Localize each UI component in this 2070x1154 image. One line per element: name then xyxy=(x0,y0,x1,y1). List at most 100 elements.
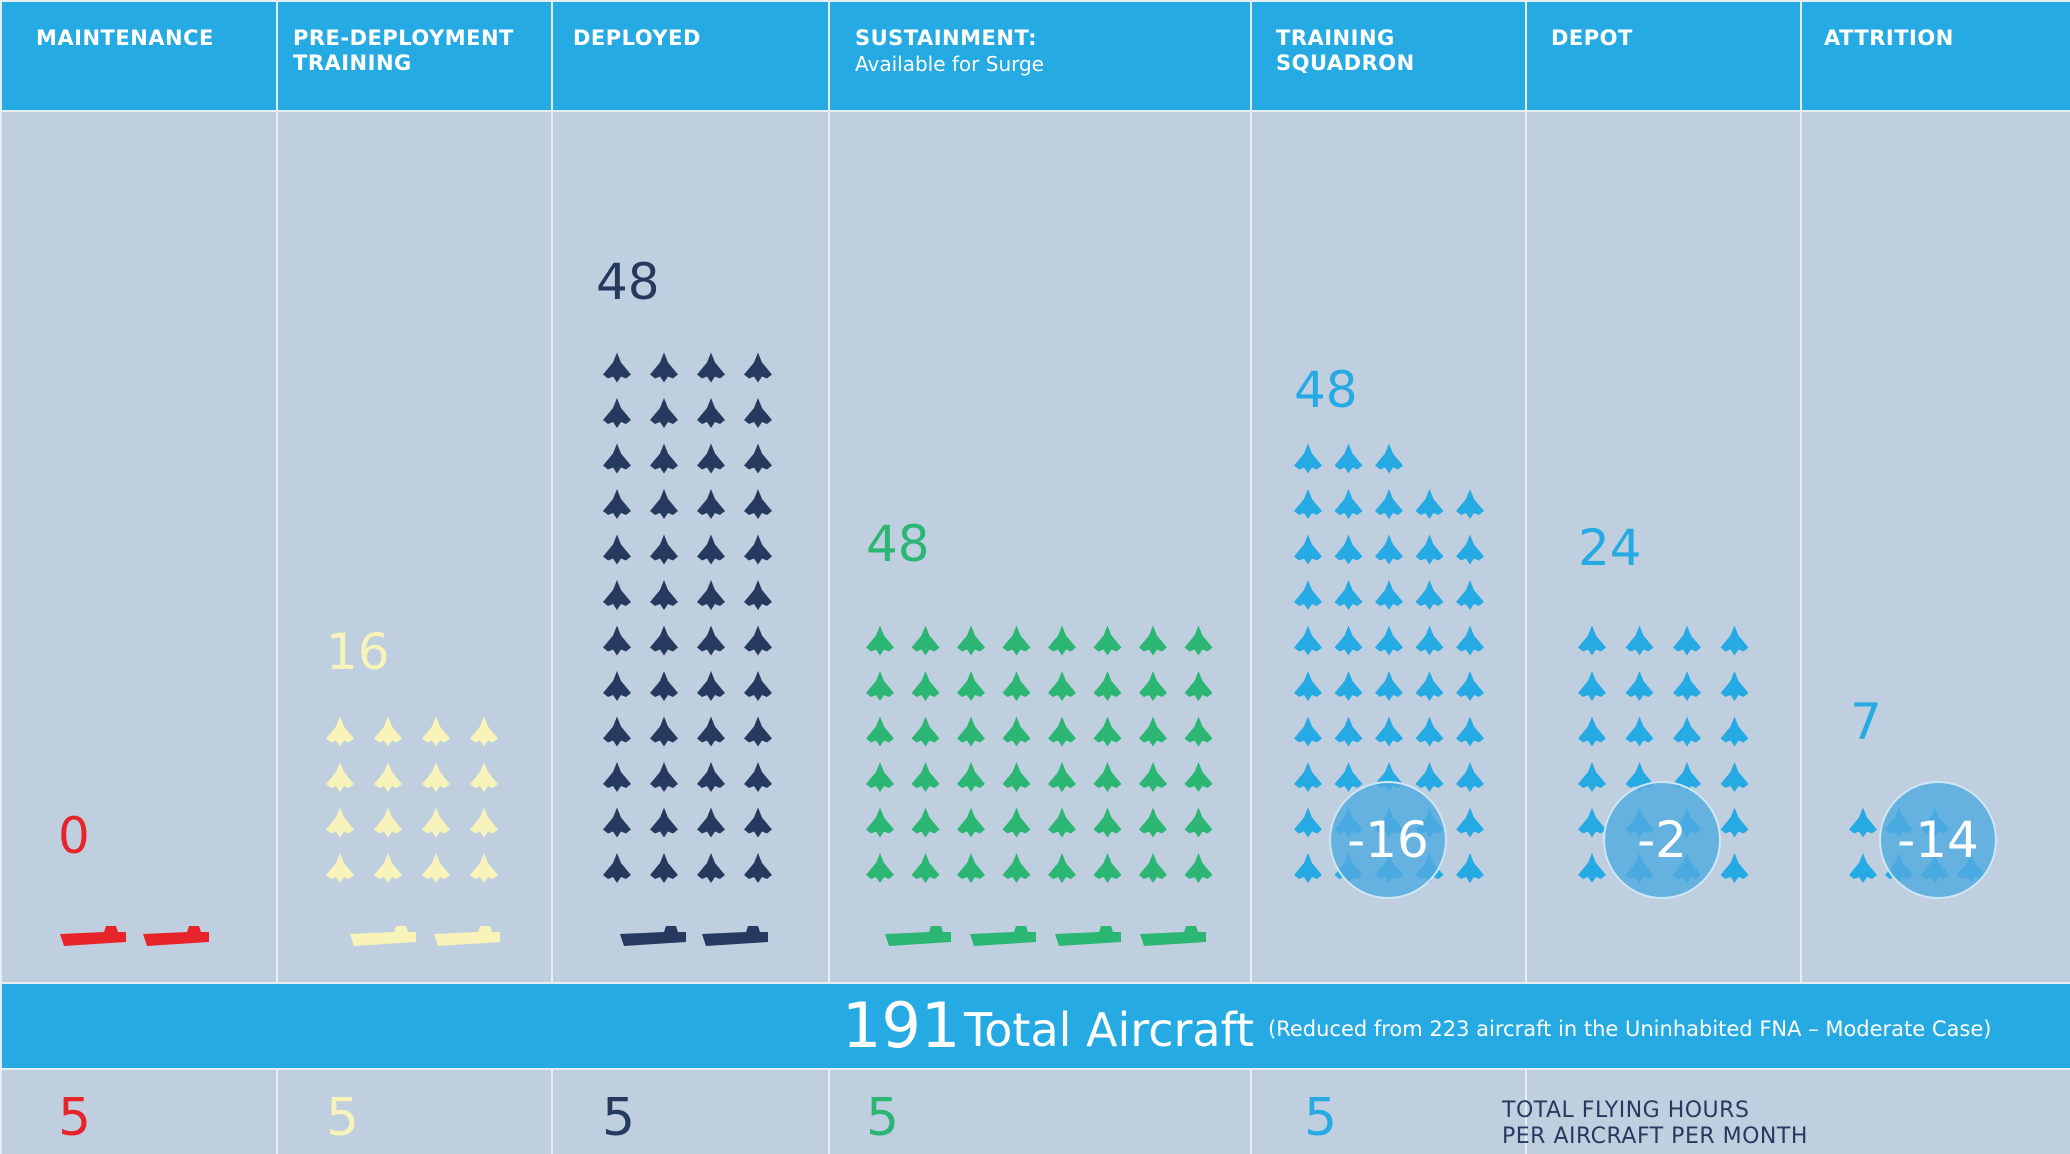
aircraft-mark xyxy=(374,853,402,883)
aircraft-mark xyxy=(1375,534,1403,565)
aircraft-mark xyxy=(650,398,678,428)
aircraft-mark xyxy=(1578,807,1606,838)
aircraft-mark xyxy=(697,625,725,656)
ship-mark xyxy=(350,926,416,946)
aircraft-mark xyxy=(374,807,402,838)
hours-value-pre-deployment: 5 xyxy=(326,1088,360,1148)
header-title: DEPOT xyxy=(1551,26,1633,50)
ship-mark xyxy=(434,926,500,946)
hours-cell xyxy=(1252,1070,1525,1154)
aircraft-mark xyxy=(911,671,940,701)
aircraft-mark xyxy=(603,398,631,428)
count-label-depot: 24 xyxy=(1578,519,1642,577)
aircraft-mark xyxy=(470,716,498,747)
aircraft-mark xyxy=(1294,716,1322,747)
reduction-circle xyxy=(1329,781,1447,899)
reduction-circle xyxy=(1603,781,1721,899)
aircraft-mark xyxy=(744,443,772,474)
aircraft-mark xyxy=(1294,625,1322,656)
aircraft-mark xyxy=(1334,580,1363,610)
aircraft-mark xyxy=(697,853,725,883)
reduction-label-attrition: -14 xyxy=(1897,811,1979,869)
aircraft-mark xyxy=(603,671,631,701)
aircraft-mark xyxy=(1139,853,1167,883)
aircraft-mark xyxy=(957,762,985,792)
aircraft-mark xyxy=(422,716,450,747)
count-label-pre-deployment: 16 xyxy=(326,623,390,681)
aircraft-mark xyxy=(1334,671,1363,701)
aircraft-mark xyxy=(1093,625,1122,656)
aircraft-mark xyxy=(1294,580,1322,610)
aircraft-mark xyxy=(697,580,725,610)
aircraft-mark xyxy=(866,716,894,747)
aircraft-mark xyxy=(1093,716,1122,747)
reduction-label-depot: -2 xyxy=(1637,811,1687,869)
aircraft-mark xyxy=(957,716,985,747)
aircraft-mark xyxy=(1625,671,1654,701)
aircraft-mark xyxy=(470,762,498,792)
aircraft-mark xyxy=(603,443,631,474)
aircraft-mark xyxy=(744,625,772,656)
aircraft-mark xyxy=(1139,625,1167,656)
aircraft-mark xyxy=(911,853,940,883)
aircraft-mark xyxy=(470,853,498,883)
aircraft-mark xyxy=(957,625,985,656)
hours-value-deployed: 5 xyxy=(602,1088,636,1148)
aircraft-mark xyxy=(650,580,678,610)
aircraft-mark xyxy=(1093,671,1122,701)
aircraft-mark xyxy=(650,716,678,747)
aircraft-mark xyxy=(1184,671,1213,701)
aircraft-mark xyxy=(1048,807,1076,838)
ship-mark xyxy=(60,926,126,946)
aircraft-mark xyxy=(866,625,894,656)
header-maintenance: MAINTENANCE xyxy=(2,2,276,110)
aircraft-mark xyxy=(1375,716,1403,747)
aircraft-mark xyxy=(1578,853,1606,883)
reduction-circle xyxy=(1879,781,1997,899)
hours-cell xyxy=(830,1070,1250,1154)
aircraft-mark xyxy=(603,489,631,519)
aircraft-mark xyxy=(422,807,450,838)
header-title: PRE-DEPLOYMENT TRAINING xyxy=(293,26,514,75)
aircraft-mark xyxy=(1048,625,1076,656)
aircraft-mark xyxy=(1720,762,1749,792)
aircraft-mark xyxy=(1415,716,1444,747)
aircraft-mark xyxy=(1334,625,1363,656)
aircraft-mark xyxy=(1625,625,1654,656)
aircraft-mark xyxy=(1048,853,1076,883)
total-banner: 191 Total Aircraft (Reduced from 223 air… xyxy=(2,984,2070,1068)
aircraft-mark xyxy=(1294,534,1322,565)
aircraft-mark xyxy=(1415,762,1444,792)
aircraft-mark xyxy=(1720,671,1749,701)
total-label: Total Aircraft xyxy=(964,1003,1255,1057)
aircraft-mark xyxy=(1294,671,1322,701)
header-attrition: ATTRITION xyxy=(1802,2,2070,110)
aircraft-mark xyxy=(1720,716,1749,747)
aircraft-mark xyxy=(1139,807,1167,838)
aircraft-mark xyxy=(911,716,940,747)
flying-hours-row: 5 5 5 5 5 TOTAL FLYING HOURS PER AIRCRAF… xyxy=(0,1070,2070,1154)
aircraft-mark xyxy=(1334,762,1363,792)
column-body xyxy=(278,112,551,982)
aircraft-mark xyxy=(1578,716,1606,747)
aircraft-mark xyxy=(1334,489,1363,519)
aircraft-mark xyxy=(603,534,631,565)
aircraft-mark xyxy=(1578,762,1606,792)
aircraft-mark xyxy=(866,807,894,838)
aircraft-mark xyxy=(911,625,940,656)
aircraft-mark xyxy=(697,762,725,792)
header-depot: DEPOT xyxy=(1527,2,1800,110)
aircraft-mark xyxy=(1456,580,1484,610)
aircraft-mark xyxy=(866,671,894,701)
aircraft-mark xyxy=(1415,671,1444,701)
aircraft-mark xyxy=(1456,807,1484,838)
ship-mark xyxy=(620,926,686,946)
header-sustainment: SUSTAINMENT: Available for Surge xyxy=(830,2,1250,110)
aircraft-mark xyxy=(1184,716,1213,747)
header-title: MAINTENANCE xyxy=(36,26,214,50)
aircraft-mark xyxy=(744,352,772,383)
aircraft-mark xyxy=(1456,625,1484,656)
aircraft-mark xyxy=(744,489,772,519)
aircraft-mark xyxy=(1375,489,1403,519)
aircraft-mark xyxy=(697,489,725,519)
